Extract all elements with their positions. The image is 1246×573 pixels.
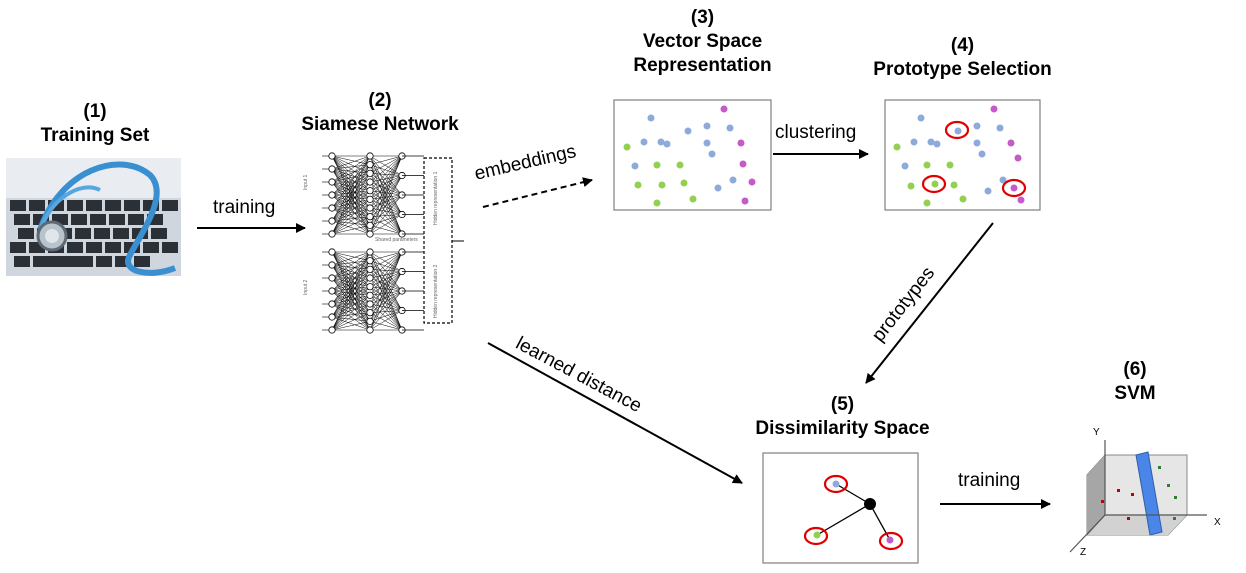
siamese-input2-label: Input 2	[303, 279, 309, 295]
edge-label-clustering: clustering	[775, 122, 857, 143]
node-3-number: (3)	[690, 7, 715, 28]
node-4-number: (4)	[950, 35, 975, 56]
siamese-input1-label: Input 1	[303, 174, 309, 190]
node-2-title: Siamese Network	[301, 114, 459, 135]
node-6-number: (6)	[1123, 359, 1147, 380]
svm-axis-y: Y	[1093, 427, 1100, 438]
prototype-points	[893, 105, 1027, 207]
siamese-hidden1-label: Hidden representation 1	[433, 171, 439, 225]
vector-space-panel	[613, 99, 772, 211]
dissimilarity-graphic	[803, 474, 904, 551]
node-5-number: (5)	[830, 394, 855, 415]
arrow-embeddings	[482, 177, 593, 208]
node-1-title: Training Set	[40, 125, 150, 146]
siamese-shared-label: Shared parameters	[375, 237, 418, 243]
svm-axis-x: X	[1214, 517, 1221, 528]
node-4-title: Prototype Selection	[873, 59, 1052, 80]
node-5-title: Dissimilarity Space	[755, 418, 930, 439]
node-1-number: (1)	[83, 101, 107, 122]
edge-label-training-1: training	[213, 197, 276, 218]
node-3-title-line1: Vector Space	[642, 31, 763, 52]
arrow-prototypes	[865, 222, 994, 384]
node-3-title-line2: Representation	[633, 55, 772, 76]
svm-graphic	[1069, 440, 1207, 553]
node-6-title: SVM	[1114, 383, 1156, 404]
siamese-hidden2-label: Hidden representation 2	[433, 264, 439, 318]
siamese-network-graphic	[322, 152, 464, 334]
edge-label-training-2: training	[958, 470, 1021, 491]
dissimilarity-panel	[762, 452, 919, 564]
training-set-image	[6, 158, 181, 276]
vector-space-points	[623, 105, 756, 207]
arrow-learned-distance	[487, 342, 743, 484]
prototype-panel	[884, 99, 1041, 211]
node-2-number: (2)	[368, 90, 392, 111]
svm-axis-z: Z	[1080, 547, 1087, 558]
